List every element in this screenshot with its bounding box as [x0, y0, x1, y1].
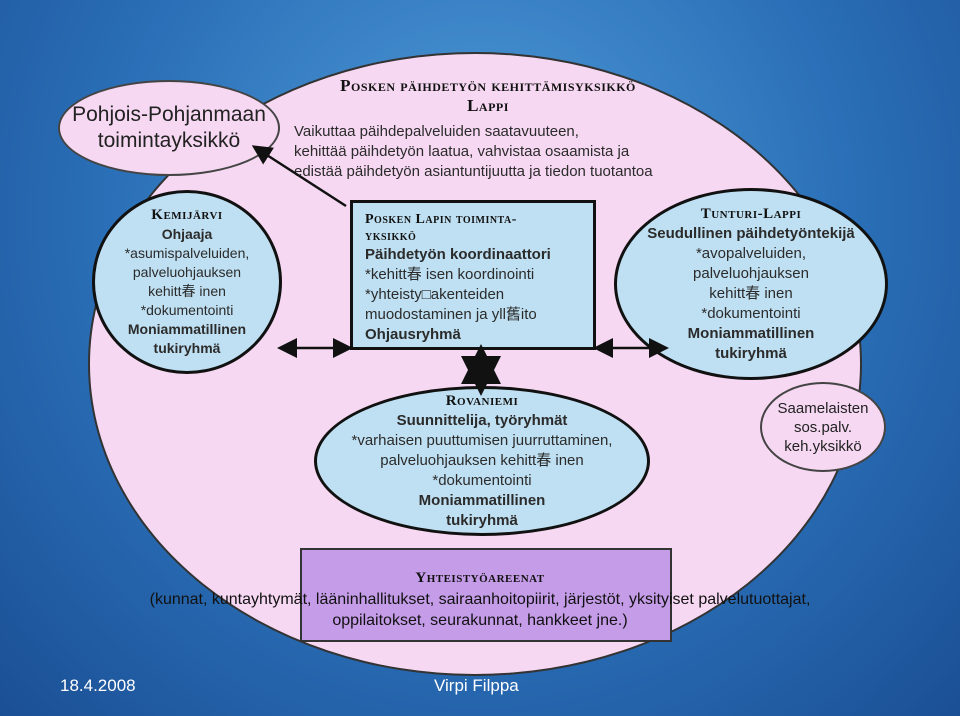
saamelaisten-line: keh.yksikkö	[784, 437, 862, 455]
tunturi-line: *dokumentointi	[701, 305, 801, 322]
top-description: Vaikuttaa päihdepalveluiden saatavuuteen…	[294, 122, 714, 182]
pohjois-line: toimintayksikkö	[97, 129, 241, 152]
yhteistyoareenat-text: Yhteistyöareenat (kunnat, kuntayhtymät, …	[140, 568, 820, 631]
kemijarvi-line: tukiryhmä	[153, 340, 221, 356]
center-line: muodostaminen ja yll舊ito	[365, 306, 537, 323]
top-line: kehittää päihdetyön laatua, vahvistaa os…	[294, 143, 630, 160]
top-title-line-1: Posken päihdetyön kehittämisyksikkö	[340, 76, 636, 95]
top-title-line-2: Lappi	[467, 96, 509, 115]
kemijarvi-line: palveluohjauksen	[132, 264, 242, 280]
rovaniemi-line: tukiryhmä	[446, 512, 518, 529]
tunturi-lappi-oval: Tunturi-Lappi Seudullinen päihdetyönteki…	[614, 188, 888, 380]
kemijarvi-line: Moniammatillinen	[127, 321, 247, 337]
saamelaisten-line: Saamelaisten	[777, 399, 869, 417]
kemijarvi-title: Kemijärvi	[151, 207, 223, 223]
center-line: *kehitt春 isen koordinointi	[365, 266, 535, 283]
tunturi-line: *avopalveluiden,	[695, 245, 807, 262]
tunturi-line: kehitt春 inen	[709, 285, 793, 302]
rovaniemi-title: Rovaniemi	[445, 393, 519, 409]
rovaniemi-line: Suunnittelija, työryhmät	[396, 412, 568, 429]
rovaniemi-line: *varhaisen puuttumisen juurruttaminen,	[351, 432, 613, 449]
rovaniemi-line: palveluohjauksen kehitt春 inen	[380, 452, 584, 469]
tunturi-line: Moniammatillinen	[687, 325, 815, 342]
rovaniemi-line: Moniammatillinen	[418, 492, 546, 509]
top-line: edistää päihdetyön asiantuntijuutta ja t…	[294, 163, 653, 180]
yhteistyo-line: oppilaitokset, seurakunnat, hankkeet jne…	[332, 612, 628, 629]
footer-author: Virpi Filppa	[434, 676, 519, 695]
pohjois-pohjanmaan-oval: Pohjois-Pohjanmaan toimintayksikkö	[58, 80, 280, 176]
yhteistyo-line: (kunnat, kuntayhtymät, lääninhallitukset…	[149, 591, 811, 608]
arrow-center-to-pohjois	[251, 145, 347, 208]
kemijarvi-line: kehitt春 inen	[148, 283, 226, 299]
top-header: Posken päihdetyön kehittämisyksikkö Lapp…	[268, 76, 708, 116]
center-line: Ohjausryhmä	[365, 326, 461, 343]
top-line: Vaikuttaa päihdepalveluiden saatavuuteen…	[294, 123, 579, 140]
kemijarvi-oval: Kemijärvi Ohjaaja *asumispalveluiden, pa…	[92, 190, 282, 374]
tunturi-line: palveluohjauksen	[693, 265, 809, 282]
tunturi-line: tukiryhmä	[715, 345, 787, 362]
saamelaisten-line: sos.palv.	[793, 418, 853, 436]
tunturi-line: Seudullinen päihdetyöntekijä	[647, 225, 855, 242]
rovaniemi-oval: Rovaniemi Suunnittelija, työryhmät *varh…	[314, 386, 650, 536]
center-title-line-2: yksikkö	[365, 229, 417, 244]
tunturi-title: Tunturi-Lappi	[700, 206, 802, 222]
footer-date: 18.4.2008	[60, 676, 136, 695]
yhteistyoareenat-banner	[300, 548, 672, 642]
kemijarvi-line: Ohjaaja	[161, 226, 213, 242]
center-line: *yhteisty□akenteiden	[365, 286, 505, 303]
center-title-line-1: Posken Lapin toiminta-	[365, 212, 517, 227]
kemijarvi-line: *asumispalveluiden,	[124, 245, 250, 261]
pohjois-line: Pohjois-Pohjanmaan	[72, 103, 266, 126]
kemijarvi-line: *dokumentointi	[140, 302, 234, 318]
yhteistyo-title: Yhteistyöareenat	[415, 570, 545, 586]
center-line: Päihdetyön koordinaattori	[365, 246, 551, 263]
saamelaisten-oval: Saamelaisten sos.palv. keh.yksikkö	[760, 382, 886, 472]
rovaniemi-line: *dokumentointi	[432, 472, 532, 489]
